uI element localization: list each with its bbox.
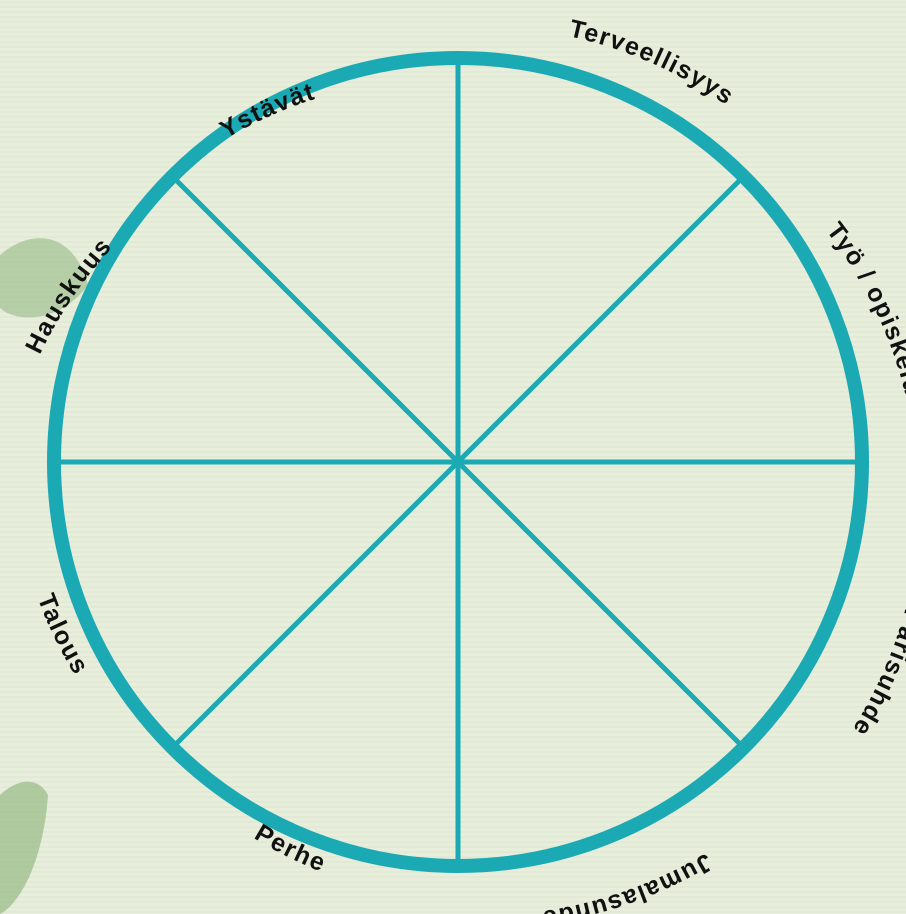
life-wheel-canvas: Ystävät Terveellisyys Työ / opiskelu Par… <box>0 0 906 914</box>
life-wheel-diagram: Ystävät Terveellisyys Työ / opiskelu Par… <box>0 0 906 914</box>
